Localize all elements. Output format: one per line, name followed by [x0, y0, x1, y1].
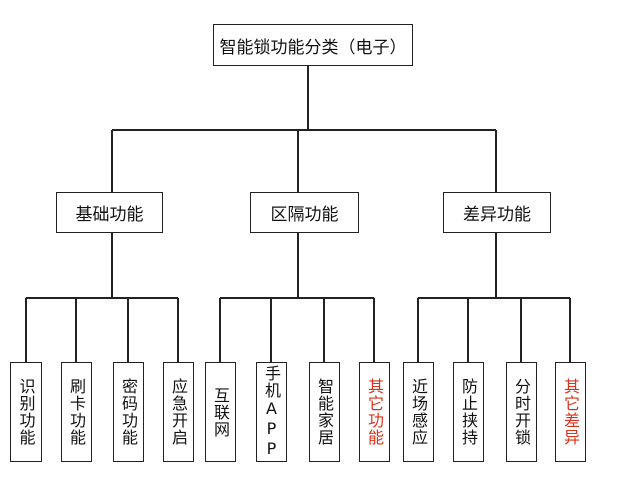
root-label: 智能锁功能分类（电子） — [219, 37, 407, 58]
leaf-node: 近场感应 — [403, 362, 434, 462]
root-node: 智能锁功能分类（电子） — [213, 24, 413, 66]
leaf-label: 识别功能 — [16, 378, 36, 446]
leaf-node: 智能家居 — [309, 362, 340, 462]
leaf-node-highlighted: 其它差异 — [555, 362, 586, 462]
category-label: 区隔功能 — [270, 205, 339, 225]
leaf-label: 互联网 — [211, 386, 230, 438]
leaf-node: 识别功能 — [10, 362, 42, 462]
category-label: 基础功能 — [75, 205, 144, 225]
leaf-label: 密码功能 — [119, 378, 138, 446]
leaf-label: 其它差异 — [561, 378, 580, 446]
leaf-node: 防止挟持 — [453, 362, 484, 462]
leaf-label: 其它功能 — [365, 378, 384, 446]
leaf-node: 刷卡功能 — [61, 362, 92, 462]
leaf-node: 密码功能 — [113, 362, 144, 462]
leaf-label: 分时开锁 — [512, 378, 531, 446]
category-basic-functions: 基础功能 — [56, 192, 163, 233]
category-difference-functions: 差异功能 — [443, 192, 551, 233]
leaf-node: 分时开锁 — [506, 362, 537, 462]
leaf-label: 手机APP — [262, 365, 281, 459]
leaf-label: 近场感应 — [409, 378, 428, 446]
category-separation-functions: 区隔功能 — [250, 192, 359, 233]
leaf-node: 应急开启 — [163, 362, 194, 462]
leaf-label: 刷卡功能 — [67, 378, 86, 446]
leaf-label: 应急开启 — [169, 378, 188, 446]
leaf-node: 手机APP — [256, 362, 287, 462]
leaf-label: 防止挟持 — [459, 378, 478, 446]
leaf-label: 智能家居 — [315, 378, 334, 446]
leaf-node: 互联网 — [205, 362, 236, 462]
category-label: 差异功能 — [463, 205, 531, 225]
leaf-node-highlighted: 其它功能 — [359, 362, 390, 462]
